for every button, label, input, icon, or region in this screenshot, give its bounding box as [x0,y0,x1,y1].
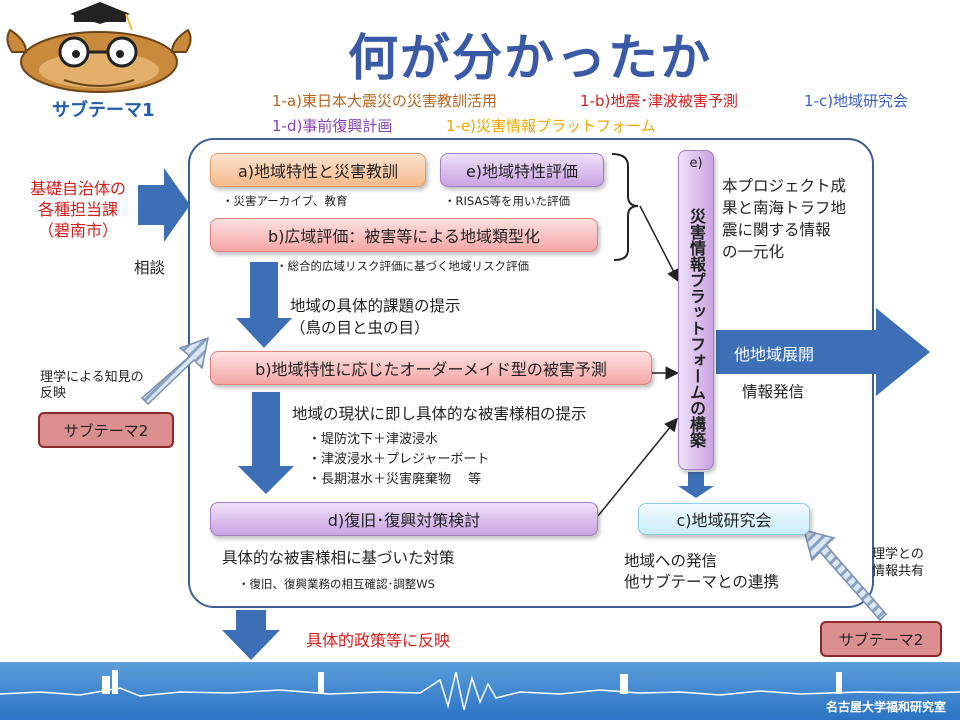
source-line-1: 基礎自治体の [29,179,126,198]
subtheme2-box-left: サブテーマ2 [38,412,174,448]
source-line-2: 各種担当課 [37,200,118,219]
box-e-note: ・RISAS等を用いた評価 [444,194,571,208]
subtheme1-label: サブテーマ1 [52,100,155,121]
platform-vertical-text: 災害情報プラットフォームの構築 [687,208,706,448]
box-b-wide-note: ・総合的広域リスク評価に基づく地域リスク評価 [276,259,529,273]
expand-arrow [716,308,930,396]
platform-down-arrow [678,472,714,498]
expand-label: 他地域展開 [734,345,815,364]
damage-title: 地域の現状に即し具体的な被害様相の提示 [292,405,587,423]
box-c-regional-meeting: c)地域研究会 [638,503,810,535]
regional-line-1: 地域への発信 [624,552,718,570]
platform-text-wrap: 災害情報プラットフォームの構築 [678,208,714,464]
source-text: 基礎自治体の 各種担当課 （碧南市） [18,178,138,241]
footer-wave-graphic [0,670,960,711]
platform-box [678,150,714,470]
issues-line-2: （鳥の目と虫の目） [290,319,430,337]
down-arrow-1 [236,262,292,348]
issues-text: 地域の具体的課題の提示 （鳥の目と虫の目） [290,295,461,339]
damage-item-3: ・長期湛水＋災害廃棄物 等 [308,472,482,487]
damage-list: ・堤防沈下＋津波浸水 ・津波浸水＋プレジャーボート ・長期湛水＋災害廃棄物 等 [308,430,489,490]
source-line-3: （碧南市） [37,221,118,240]
science-note: 理学による知見の 反映 [40,370,144,402]
legend-item-1b: 1-b)地震･津波被害予測 [580,92,738,110]
regional-line-2: 他サブテーマとの連携 [624,573,779,591]
page-title: 何が分かったか [348,29,712,87]
measures-text: 具体的な被害様相に基づいた対策 [222,549,455,567]
mascot-logo [6,2,192,93]
science-arrow-right [802,528,888,622]
policy-arrow [222,610,280,660]
unify-line-4: の一元化 [722,243,785,261]
platform-label: e) [689,156,703,171]
legend-item-1e: 1-e)災害情報プラットフォーム [446,117,656,135]
box-b-wide-area: b)広域評価：被害等による地域類型化 [210,218,598,252]
damage-item-1: ・堤防沈下＋津波浸水 [308,432,439,447]
box-e-regional-eval: e)地域特性評価 [440,153,604,187]
consult-arrow [138,168,190,242]
unify-line-2: 果と南海トラフ地 [722,199,847,217]
footer-banner [0,662,960,720]
share-line-1: 理学との [872,547,924,562]
policy-text: 具体的政策等に反映 [306,631,451,650]
share-note: 理学との 情報共有 [872,546,924,580]
legend-item-1a: 1-a)東日本大震災の災害教訓活用 [272,92,498,110]
science-note-line-1: 理学による知見の [40,370,144,385]
footer-institution: 名古屋大学福和研究室 [825,700,946,714]
regional-text: 地域への発信 他サブテーマとの連携 [624,551,779,593]
down-arrow-2 [238,392,294,494]
damage-item-2: ・津波浸水＋プレジャーボート [308,452,490,467]
legend-item-1d: 1-d)事前復興計画 [272,117,393,135]
dissemination-label: 情報発信 [742,383,805,401]
brace [611,153,639,261]
unify-line-1: 本プロジェクト成 [722,177,847,195]
science-arrow-left [140,336,209,406]
box-d-recovery: d)復旧･復興対策検討 [210,502,598,536]
unify-line-3: 震に関する情報 [722,221,831,239]
legend-item-1c: 1-c)地域研究会 [804,92,909,110]
box-a-regional-traits: a)地域特性と災害教訓 [210,153,426,187]
box-a-note: ・災害アーカイブ、教育 [222,194,348,208]
subtheme2-box-right: サブテーマ2 [820,621,942,657]
issues-line-1: 地域の具体的課題の提示 [290,297,461,315]
box-b-custom-prediction: b)地域特性に応じたオーダーメイド型の被害予測 [210,351,652,385]
consult-label: 相談 [134,259,166,277]
measures-note: ・復旧、復興業務の相互確認･調整WS [238,577,435,591]
unify-text: 本プロジェクト成 果と南海トラフ地 震に関する情報 の一元化 [722,175,846,263]
science-note-line-2: 反映 [40,386,67,401]
share-line-2: 情報共有 [872,564,925,579]
